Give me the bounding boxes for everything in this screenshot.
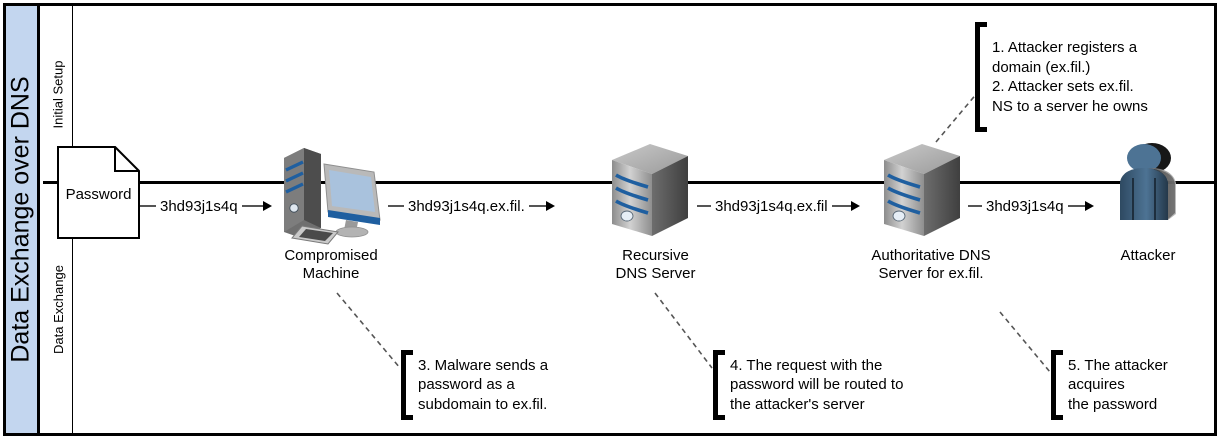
flow-arrow-2-head <box>545 201 555 211</box>
flow-arrow-1-line <box>140 205 156 207</box>
connector-callout-3 <box>336 292 401 369</box>
pool-title-band: Data Exchange over DNS <box>6 6 40 433</box>
flow-arrow-2-line-2 <box>528 205 547 207</box>
callout-1-2: 1. Attacker registers a domain (ex.fil.)… <box>975 22 1148 132</box>
password-document-icon <box>57 146 140 239</box>
flow-arrow-1-head <box>262 201 272 211</box>
node-recursive-dns-server <box>608 140 698 240</box>
callout-5-bracket <box>1051 350 1063 420</box>
flow-arrow-3-label: 3hd93j1s4q.ex.fil <box>715 197 828 215</box>
caption-recursive-dns-server: Recursive DNS Server <box>615 247 696 282</box>
flow-arrow-3-line-2 <box>831 205 852 207</box>
node-compromised-machine <box>276 140 386 245</box>
diagram-frame <box>3 3 1217 436</box>
callout-4: 4. The request with the password will be… <box>713 350 903 420</box>
callout-3-text: 3. Malware sends a password as a subdoma… <box>418 356 549 413</box>
flow-arrow-2-label: 3hd93j1s4q.ex.fil. <box>408 197 525 215</box>
connector-callout-1-2 <box>935 91 979 143</box>
flow-arrow-4-head <box>1084 201 1094 211</box>
connector-callout-4 <box>654 292 713 369</box>
node-authoritative-dns-server <box>880 140 970 240</box>
flow-arrow-2-line <box>388 205 404 207</box>
callout-1-2-text: 1. Attacker registers a domain (ex.fil.)… <box>992 39 1148 115</box>
flow-arrow-4-label: 3hd93j1s4q <box>986 197 1064 215</box>
flow-arrow-3: 3hd93j1s4q.ex.fil <box>697 197 860 215</box>
caption-attacker: Attacker <box>1120 247 1176 264</box>
caption-compromised-machine: Compromised Machine <box>284 247 378 282</box>
flow-arrow-4: 3hd93j1s4q <box>968 197 1094 215</box>
flow-arrow-4-line-2 <box>1067 205 1086 207</box>
callout-4-bracket <box>713 350 725 420</box>
flow-arrow-1-line-2 <box>241 205 264 207</box>
flow-arrow-1-label: 3hd93j1s4q <box>160 197 238 215</box>
flow-arrow-3-line <box>697 205 711 207</box>
connector-callout-5 <box>999 311 1051 373</box>
node-attacker <box>1108 138 1194 240</box>
flow-arrow-1: 3hd93j1s4q <box>140 197 272 215</box>
flow-arrow-3-head <box>850 201 860 211</box>
callout-4-text: 4. The request with the password will be… <box>730 356 904 413</box>
callout-5-text: 5. The attacker acquires the password <box>1068 356 1168 413</box>
callout-5: 5. The attacker acquires the password <box>1051 350 1168 420</box>
flow-arrow-2: 3hd93j1s4q.ex.fil. <box>388 197 555 215</box>
flow-arrow-4-line <box>968 205 982 207</box>
password-document-label: Password <box>65 186 132 203</box>
callout-3-bracket <box>401 350 413 420</box>
callout-1-2-bracket <box>975 22 987 132</box>
callout-3: 3. Malware sends a password as a subdoma… <box>401 350 548 420</box>
caption-authoritative-dns-server: Authoritative DNS Server for ex.fil. <box>871 247 991 282</box>
